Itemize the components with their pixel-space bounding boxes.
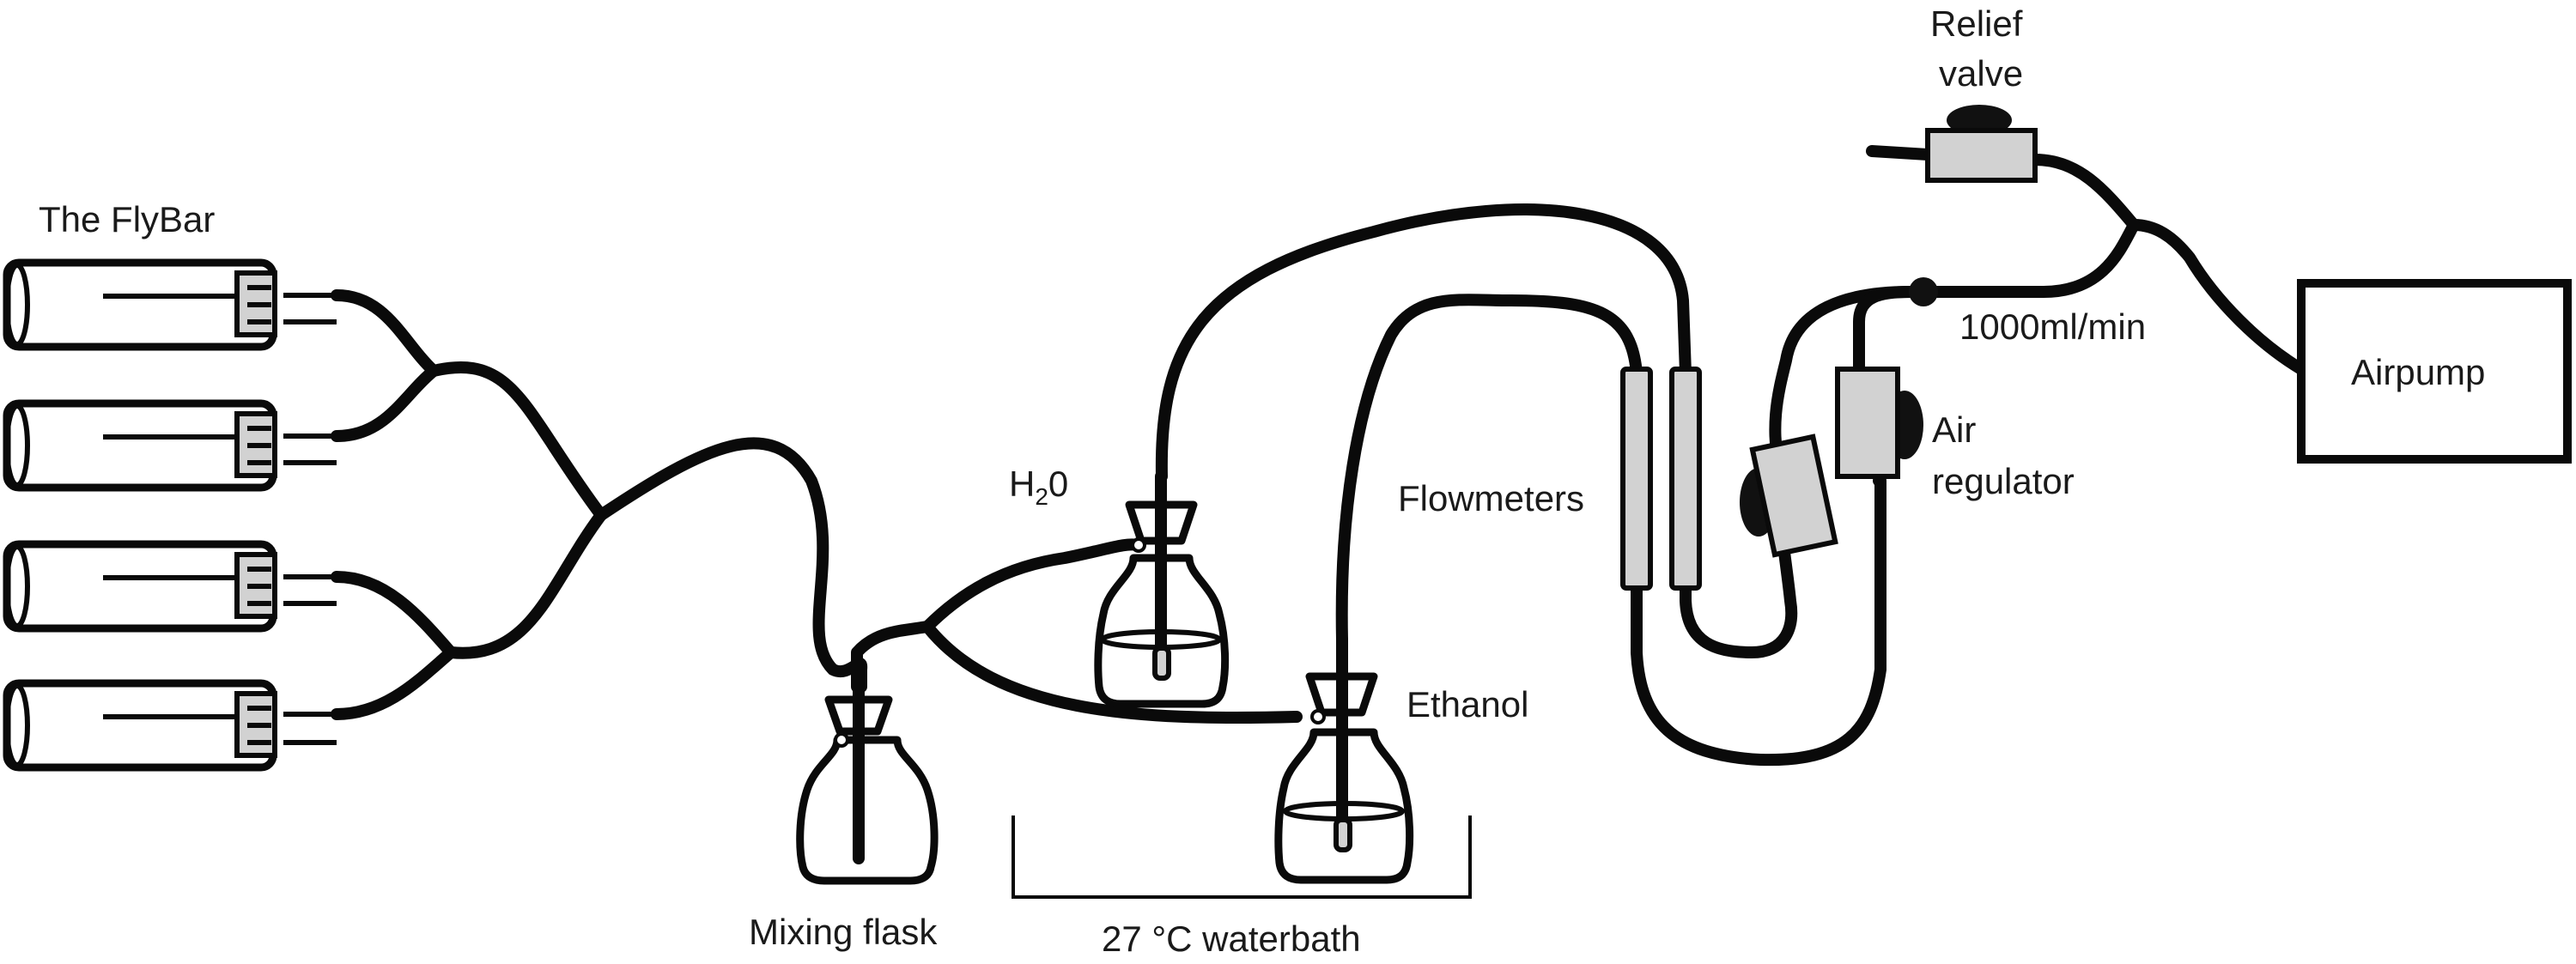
- flowmeters: [1620, 367, 1702, 591]
- tube-pump-to-junction: [2128, 219, 2307, 375]
- mixing-flask: [796, 681, 939, 885]
- syringe-2: [3, 399, 337, 492]
- label-waterbath: 27 °C waterbath: [1102, 919, 1361, 959]
- tube-h2o-to-flowmeter: [1155, 203, 1692, 482]
- label-h2o: H20: [1009, 464, 1068, 510]
- tube-regulator-right: [1853, 286, 1917, 375]
- flowmeter-1: [1620, 367, 1653, 591]
- label-relief-valve-1: Relief: [1930, 3, 2023, 44]
- tube-junction-upper: [428, 361, 607, 521]
- waterbath-basin: [1012, 815, 1472, 899]
- label-ethanol: Ethanol: [1406, 684, 1528, 725]
- ethanol-flask: [1274, 634, 1414, 884]
- air-regulators: [1740, 277, 1938, 558]
- tube-relief-outlet: [1866, 145, 1934, 161]
- tube-flybar-to-mixing: [595, 437, 868, 693]
- label-flow-rate: 1000ml/min: [1959, 306, 2146, 347]
- tube-mixing-to-h2o: [921, 538, 1144, 633]
- tube-flowmeter1-loop: [1631, 475, 1886, 767]
- tube-relief-to-junction: [2029, 154, 2140, 231]
- tube-syringe-4: [331, 646, 457, 720]
- label-h2o-sub: 2: [1035, 483, 1048, 510]
- tube-junction-lower: [445, 509, 607, 659]
- label-relief-valve-2: valve: [1939, 53, 2023, 94]
- flowmeter-2: [1669, 367, 1702, 591]
- tube-syringe-3: [331, 571, 457, 658]
- syringe-3: [3, 540, 337, 633]
- tube-mixing-to-ethanol: [921, 621, 1303, 725]
- h2o-flask: [1094, 470, 1230, 708]
- airpump-box: [2297, 279, 2572, 464]
- label-air-regulator-2: regulator: [1932, 461, 2075, 501]
- label-mixing-flask: Mixing flask: [749, 912, 938, 952]
- tube-syringe-1: [331, 289, 440, 377]
- label-air-regulator-1: Air: [1932, 409, 1976, 450]
- label-h2o-base: H: [1009, 464, 1035, 504]
- tube-junction-node: [1909, 277, 1938, 306]
- flybar-syringes: [3, 258, 337, 772]
- label-airpump: Airpump: [2351, 352, 2485, 392]
- syringe-4: [3, 679, 337, 772]
- tube-ethanol-to-flowmeter: [1335, 294, 1643, 646]
- label-flybar: The FlyBar: [39, 199, 215, 239]
- air-regulator-right: [1835, 367, 1923, 479]
- air-regulator-left: [1740, 433, 1838, 558]
- label-h2o-tail: 0: [1048, 464, 1068, 504]
- syringe-1: [3, 258, 337, 351]
- relief-valve: [1925, 105, 2038, 183]
- tube-mixing-stem: [851, 621, 933, 693]
- tube-junction-to-pump-node: [1917, 219, 2140, 298]
- label-flowmeters: Flowmeters: [1398, 478, 1584, 518]
- tubing: [331, 145, 2307, 767]
- tube-syringe-2: [331, 365, 440, 442]
